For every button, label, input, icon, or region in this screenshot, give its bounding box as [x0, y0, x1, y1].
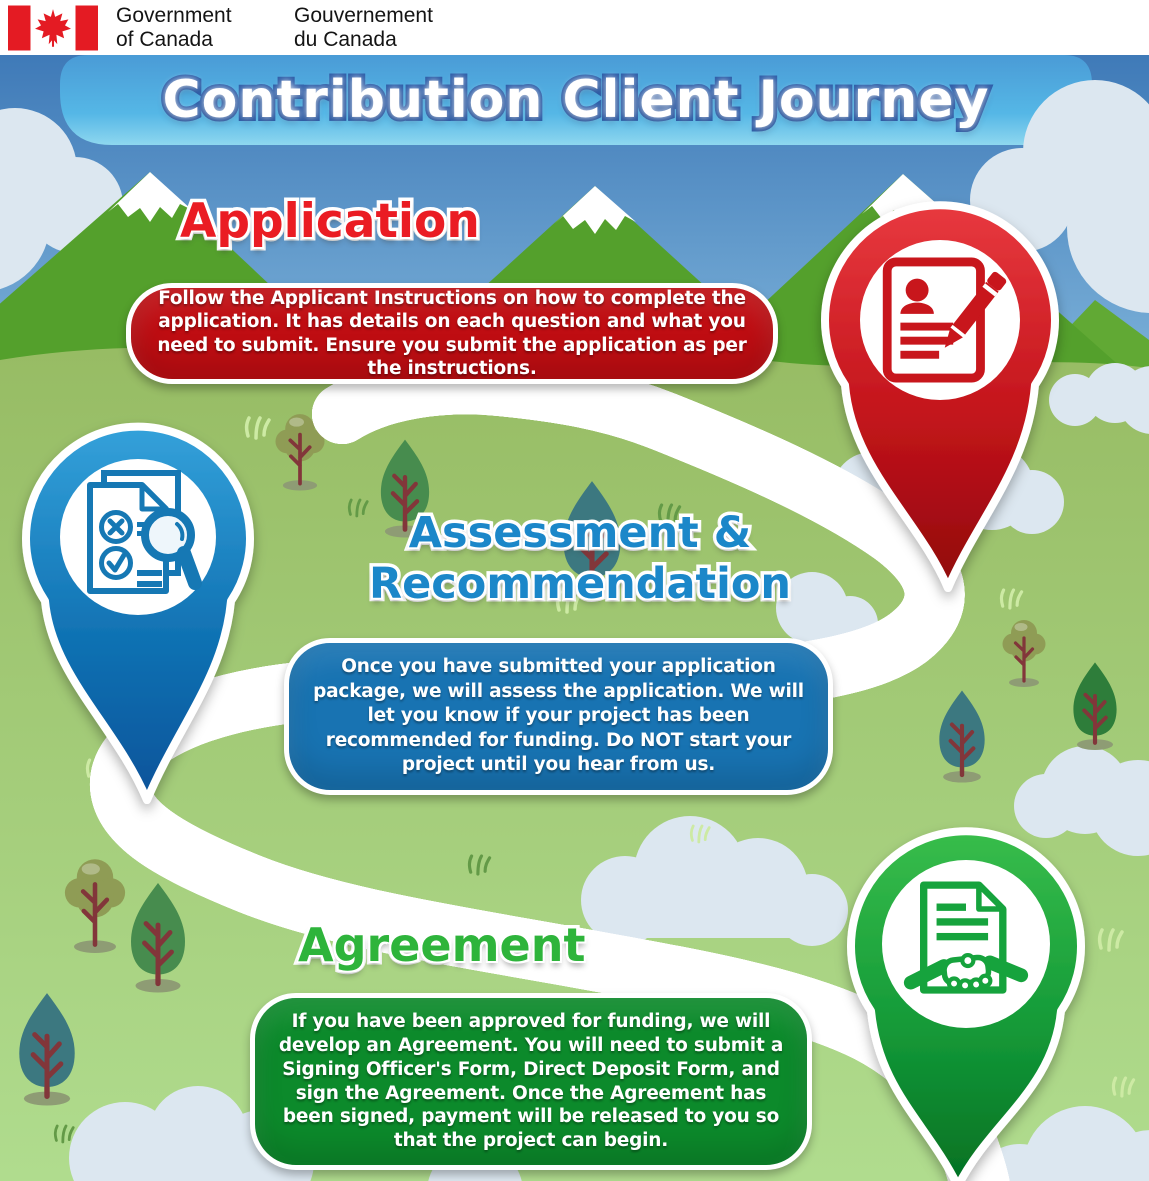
assessment-heading-line2: Recommendation: [366, 555, 795, 612]
agreement-heading: Agreement: [294, 915, 588, 976]
application-form-icon: [882, 257, 1007, 383]
canada-flag-icon: [8, 5, 98, 51]
pencil-icon: [944, 271, 1007, 348]
agreement-pin: [847, 827, 1085, 1181]
maple-leaf-icon: [35, 9, 71, 47]
government-header: Government of Canada Gouvernement du Can…: [0, 0, 1149, 55]
title-banner: [60, 55, 1092, 145]
assessment-heading-line1: Assessment &: [405, 505, 754, 562]
agreement-description: If you have been approved for funding, w…: [250, 993, 812, 1170]
application-description-text: Follow the Applicant Instructions on how…: [157, 287, 747, 379]
application-pin: [821, 201, 1059, 592]
assessment-description-text: Once you have submitted your application…: [313, 656, 804, 776]
document-review-icon: [87, 470, 202, 594]
government-of-canada-wordmark-en: Government of Canada: [116, 4, 232, 51]
agreement-description-text: If you have been approved for funding, w…: [278, 1011, 784, 1151]
handshake-icon: [903, 952, 1029, 993]
assessment-pin: [22, 422, 254, 804]
application-heading: Application: [177, 191, 484, 253]
infographic-title: Contribution Client Journey: [159, 66, 993, 134]
assessment-description: Once you have submitted your application…: [284, 638, 833, 795]
magnifier-icon: [141, 508, 202, 590]
government-of-canada-wordmark-fr: Gouvernement du Canada: [294, 4, 433, 51]
assessment-heading: Assessment & Recommendation: [250, 505, 910, 613]
application-description: Follow the Applicant Instructions on how…: [126, 283, 778, 384]
document-handshake-icon: [903, 881, 1029, 994]
